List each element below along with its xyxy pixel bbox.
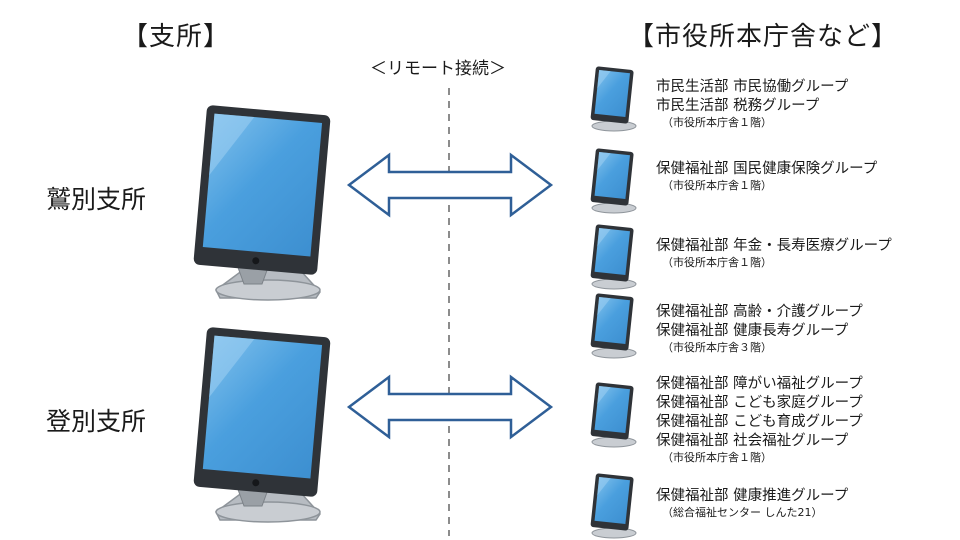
department-group-1: 市民生活部 市民協働グループ 市民生活部 税務グループ （市役所本庁舎１階）: [656, 78, 848, 129]
department-location: （市役所本庁舎１階）: [662, 451, 772, 464]
tablet-icon-washibetsu: [193, 105, 331, 301]
department-line: 保健福祉部 健康長寿グループ: [656, 323, 849, 339]
department-location: （市役所本庁舎１階）: [662, 116, 772, 129]
remote-connection-label: ＜リモート接続＞: [370, 59, 506, 79]
department-group-3: 保健福祉部 年金・長寿医療グループ （市役所本庁舎１階）: [656, 237, 892, 269]
small-tablet-icon: [590, 382, 637, 448]
department-line: 保健福祉部 年金・長寿医療グループ: [656, 238, 892, 254]
small-tablet-icon: [590, 293, 637, 359]
department-line: 保健福祉部 高齢・介護グループ: [656, 304, 863, 320]
department-group-6: 保健福祉部 健康推進グループ （総合福祉センター しんた21）: [656, 487, 848, 519]
double-arrow-icon: [346, 152, 554, 218]
department-line: 保健福祉部 障がい福祉グループ: [656, 376, 863, 392]
left-header: 【支所】: [122, 22, 231, 52]
small-tablet-icon: [590, 224, 637, 290]
small-tablet-icon: [590, 148, 637, 214]
department-line: 保健福祉部 こども育成グループ: [656, 414, 863, 430]
department-group-4: 保健福祉部 高齢・介護グループ 保健福祉部 健康長寿グループ （市役所本庁舎３階…: [656, 303, 863, 354]
department-line: 市民生活部 市民協働グループ: [656, 79, 849, 95]
department-line: 保健福祉部 健康推進グループ: [656, 488, 849, 504]
department-line: 保健福祉部 こども家庭グループ: [656, 395, 863, 411]
department-location: （市役所本庁舎１階）: [662, 179, 772, 192]
department-line: 市民生活部 税務グループ: [656, 98, 820, 114]
department-group-5: 保健福祉部 障がい福祉グループ 保健福祉部 こども家庭グループ 保健福祉部 こど…: [656, 375, 863, 464]
branch-name-noboribetsu: 登別支所: [46, 407, 147, 436]
small-tablet-icon: [590, 473, 637, 539]
right-header: 【市役所本庁舎など】: [628, 22, 899, 52]
branch-name-washibetsu: 鷲別支所: [46, 185, 147, 214]
tablet-icon-noboribetsu: [193, 327, 331, 523]
department-group-2: 保健福祉部 国民健康保険グループ （市役所本庁舎１階）: [656, 160, 877, 192]
department-line: 保健福祉部 社会福祉グループ: [656, 433, 849, 449]
department-line: 保健福祉部 国民健康保険グループ: [656, 161, 878, 177]
department-location: （市役所本庁舎１階）: [662, 256, 772, 269]
department-location: （市役所本庁舎３階）: [662, 341, 772, 354]
department-location: （総合福祉センター しんた21）: [662, 506, 823, 519]
double-arrow-icon: [346, 374, 554, 440]
small-tablet-icon: [590, 66, 637, 132]
